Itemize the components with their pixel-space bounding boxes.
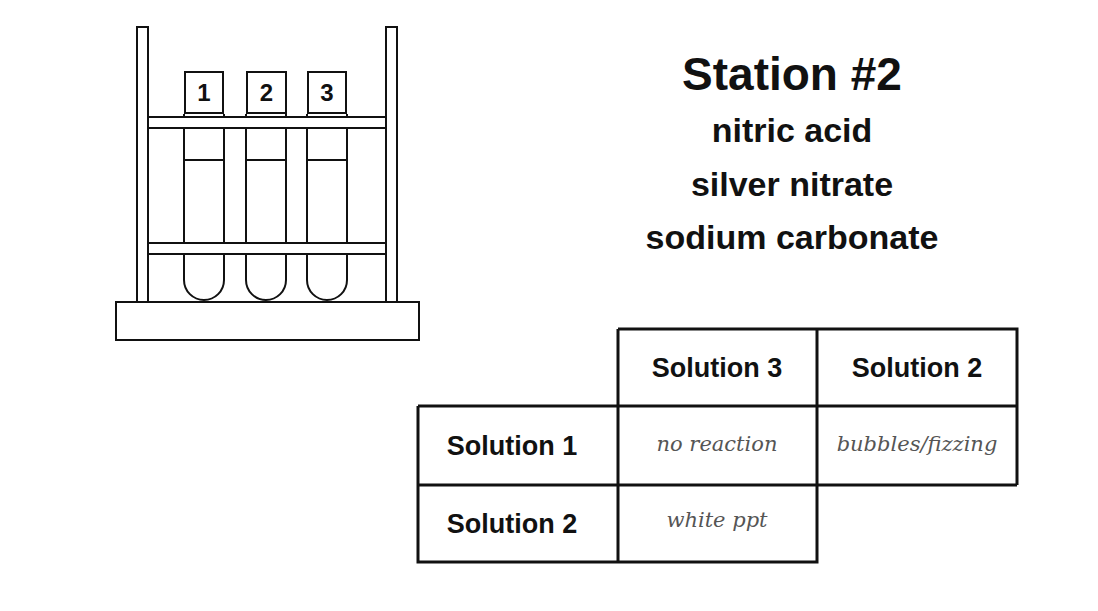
tube-tag: 2 — [246, 71, 287, 114]
table-header: Solution 3 — [652, 353, 783, 384]
liquid-level — [246, 159, 286, 161]
table-cell: white ppt — [666, 508, 767, 532]
test-tube-rack — [116, 27, 419, 340]
tube-tag: 3 — [307, 71, 347, 114]
chemical-name: sodium carbonate — [646, 218, 939, 257]
rack-post — [386, 27, 397, 302]
rack-base — [116, 302, 419, 340]
station-title: Station #2 — [682, 47, 902, 101]
tube-number: 1 — [197, 79, 210, 107]
table-header: Solution 2 — [852, 353, 983, 384]
results-table — [418, 329, 1017, 562]
table-header: Solution 1 — [447, 431, 578, 462]
rack-bar — [148, 243, 386, 254]
chemical-name: nitric acid — [712, 111, 873, 150]
tube-tag: 1 — [184, 71, 224, 114]
test-tube — [184, 114, 224, 300]
tube-number: 3 — [320, 79, 333, 107]
liquid-level — [184, 159, 224, 161]
table-header: Solution 2 — [447, 509, 578, 540]
chemical-name: silver nitrate — [691, 165, 893, 204]
table-cell: no reaction — [657, 432, 778, 456]
tube-number: 2 — [260, 79, 273, 107]
test-tube — [246, 114, 286, 300]
table-cell: bubbles/fizzing — [837, 432, 998, 456]
rack-post — [137, 27, 148, 302]
table-grid — [418, 329, 1017, 562]
rack-bar — [148, 117, 386, 128]
test-tube — [307, 114, 347, 300]
liquid-level — [307, 159, 347, 161]
